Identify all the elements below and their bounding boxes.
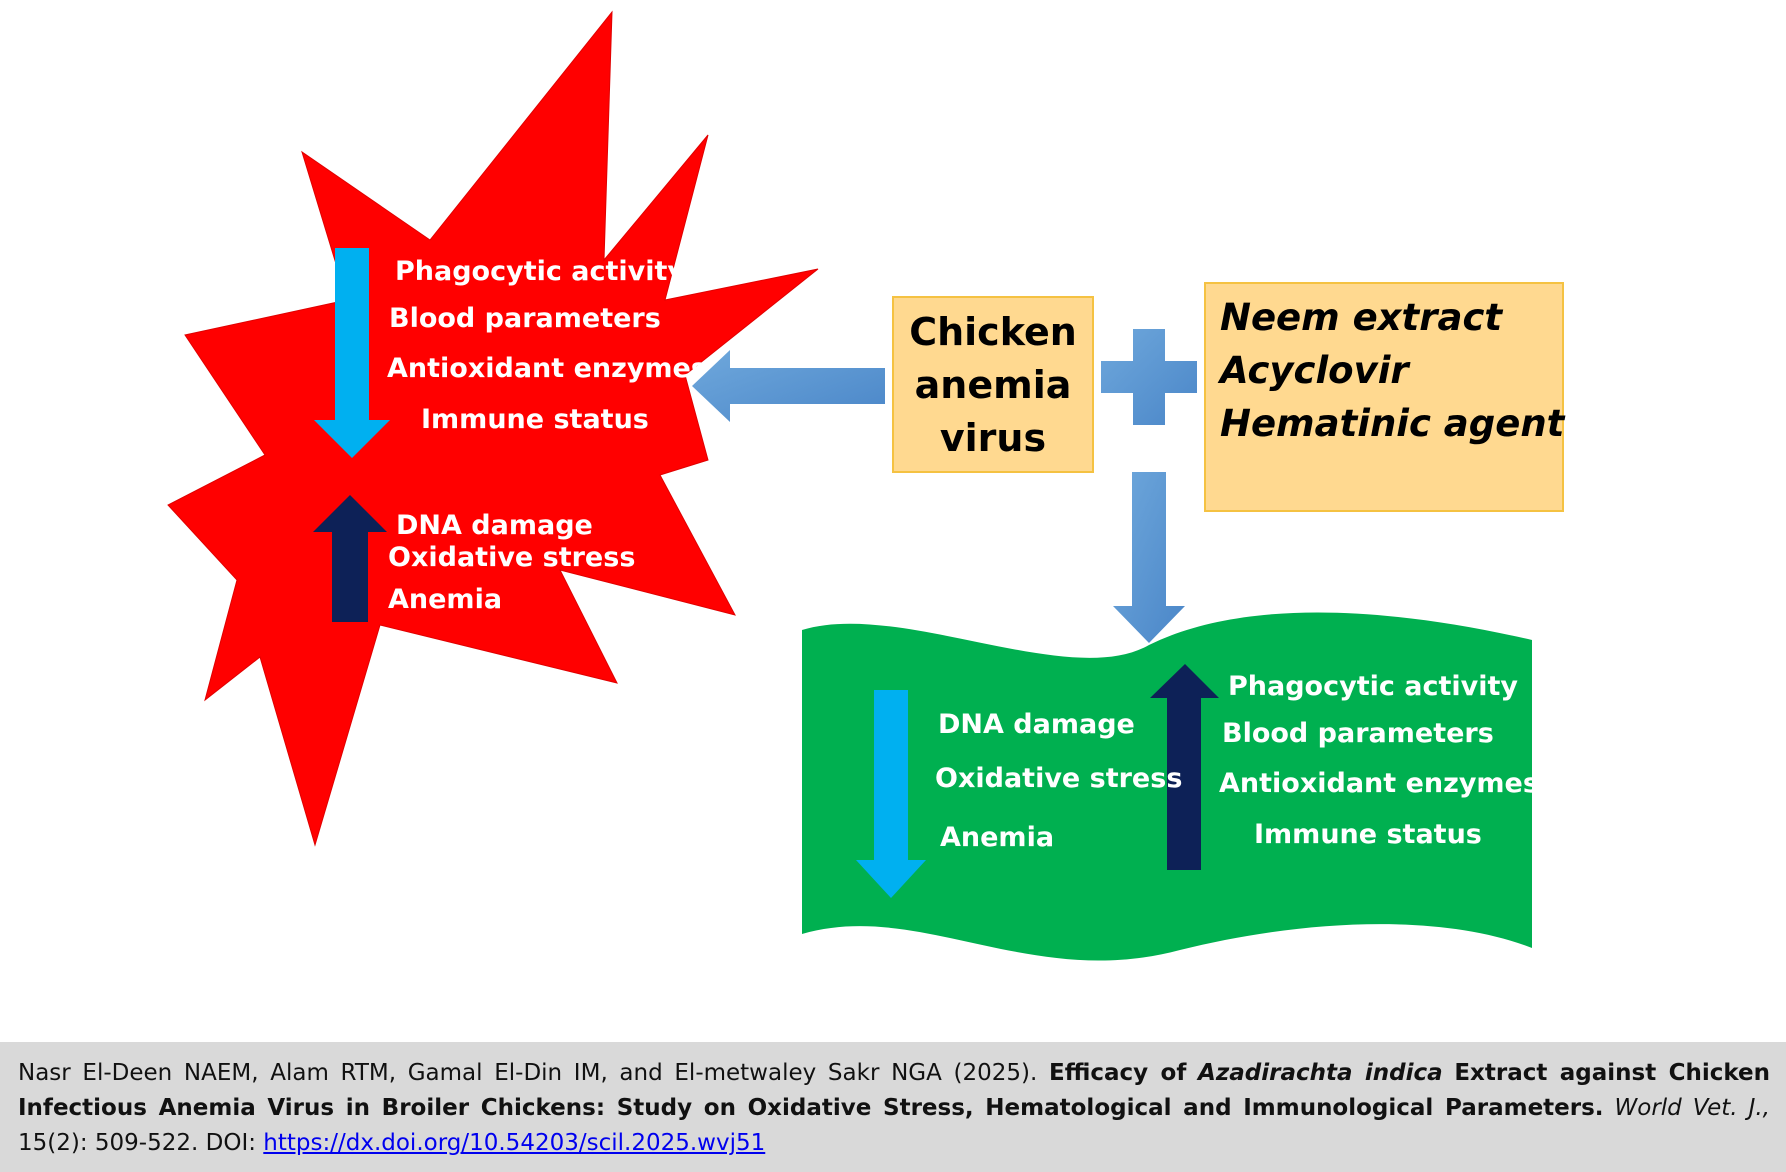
flow-arrow-down [1113, 472, 1185, 643]
star-increased-item-2: Oxidative stress [388, 542, 635, 573]
banner-up-arrow [1150, 664, 1219, 870]
citation-title-part-2: Extract against Chicken Infectious Anemi… [18, 1060, 1770, 1121]
plus-icon [1101, 329, 1197, 425]
citation-volume-pages: 15(2): 509-522. DOI: [18, 1130, 256, 1156]
star-decreased-item-3: Antioxidant enzymes [387, 353, 707, 384]
virus-box [892, 296, 1094, 473]
star-decreased-item-4: Immune status [421, 404, 649, 435]
star-decreased-item-1: Phagocytic activity [395, 256, 685, 287]
citation-authors: Nasr El-Deen NAEM, Alam RTM, Gamal El-Di… [18, 1060, 1038, 1086]
star-up-arrow [313, 495, 387, 622]
banner-decreased-item-3: Anemia [940, 822, 1054, 853]
virus-box-line-3: virus [940, 416, 1046, 460]
infected-starburst [167, 10, 819, 847]
star-down-arrow [314, 248, 390, 458]
banner-increased-item-1: Phagocytic activity [1228, 671, 1518, 702]
citation-journal: World Vet. J., [1614, 1095, 1770, 1121]
flow-arrow-left [692, 350, 885, 422]
banner-increased-item-3: Antioxidant enzymes [1219, 768, 1539, 799]
star-increased-item-1: DNA damage [396, 510, 593, 541]
citation-title-part-1: Efficacy of [1049, 1060, 1187, 1086]
banner-down-arrow [856, 690, 926, 898]
treatment-item-2: Acyclovir [1217, 349, 1411, 392]
citation-footer: Nasr El-Deen NAEM, Alam RTM, Gamal El-Di… [0, 1042, 1786, 1172]
star-decreased-item-2: Blood parameters [389, 303, 661, 334]
banner-decreased-item-1: DNA damage [938, 709, 1135, 740]
banner-increased-item-4: Immune status [1254, 819, 1482, 850]
doi-link[interactable]: https://dx.doi.org/10.54203/scil.2025.wv… [263, 1130, 766, 1156]
diagram-canvas: Phagocytic activity Blood parameters Ant… [167, 10, 1566, 961]
treatment-box [1204, 282, 1564, 512]
banner-increased-item-2: Blood parameters [1222, 718, 1494, 749]
banner-decreased-item-2: Oxidative stress [935, 763, 1182, 794]
treatment-item-3: Hematinic agent [1220, 402, 1566, 445]
virus-box-line-1: Chicken [909, 310, 1077, 354]
treatment-item-1: Neem extract [1220, 296, 1503, 339]
virus-box-line-2: anemia [915, 363, 1072, 407]
star-increased-item-3: Anemia [388, 584, 502, 615]
citation-title-species: Azadirachta indica [1198, 1060, 1443, 1086]
